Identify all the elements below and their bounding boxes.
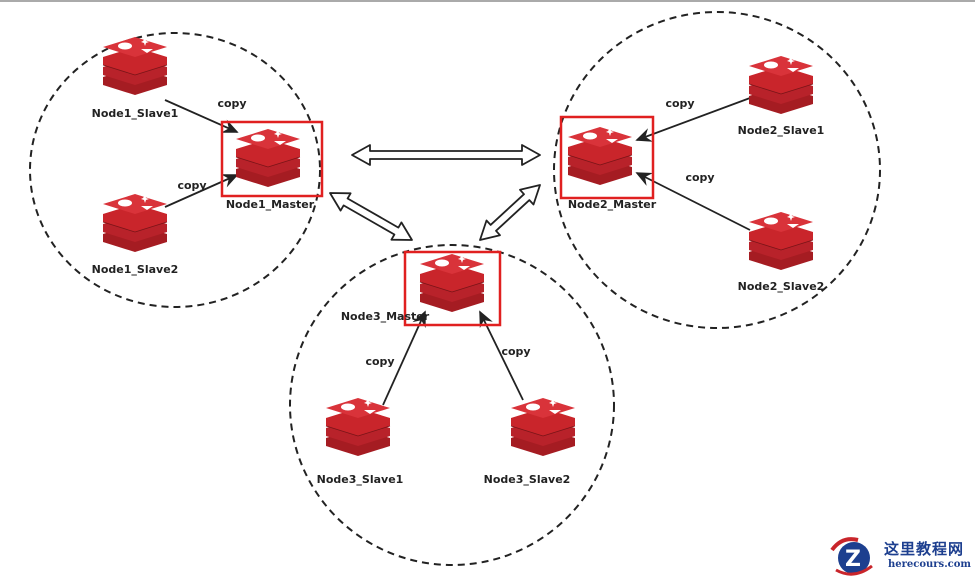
node-label: Node1_Slave2 bbox=[92, 263, 179, 276]
copy-label: copy bbox=[665, 97, 694, 110]
replication-arrow bbox=[382, 310, 426, 406]
redis-logo-icon bbox=[102, 37, 168, 95]
node-label: Node3_Master bbox=[341, 310, 430, 323]
node-label: Node1_Master bbox=[226, 198, 315, 211]
watermark-cn: 这里教程网 bbox=[884, 540, 965, 558]
redis-logo-icon bbox=[102, 194, 168, 252]
redis-logo-icon bbox=[748, 56, 814, 114]
svg-text:Z: Z bbox=[845, 547, 861, 572]
cluster-3-boundary bbox=[289, 244, 615, 566]
replication-arrow bbox=[635, 97, 751, 142]
master-link-n1m-n2m bbox=[351, 144, 541, 166]
node-label: Node3_Slave1 bbox=[317, 473, 404, 486]
copy-label: copy bbox=[501, 345, 530, 358]
node-n2s1: Node2_Slave1 bbox=[738, 56, 825, 137]
node-label: Node2_Slave2 bbox=[738, 280, 825, 293]
copy-label: copy bbox=[217, 97, 246, 110]
master-link-n1m-n3m bbox=[329, 192, 413, 241]
node-n1m: Node1_Master bbox=[220, 120, 324, 211]
copy-label: copy bbox=[177, 179, 206, 192]
node-n2m: Node2_Master bbox=[559, 115, 657, 211]
node-n3m: Node3_Master bbox=[341, 250, 502, 327]
replication-arrow bbox=[164, 99, 239, 133]
z-logo-icon: Z bbox=[830, 537, 873, 576]
node-n1s2: Node1_Slave2 bbox=[92, 194, 179, 276]
master-highlight-box bbox=[559, 115, 655, 200]
redis-logo-icon bbox=[748, 212, 814, 270]
redis-logo-icon bbox=[510, 398, 576, 456]
watermark-en: herecours.com bbox=[888, 559, 972, 570]
copy-label: copy bbox=[685, 171, 714, 184]
master-highlight-box bbox=[220, 120, 324, 198]
node-label: Node3_Slave2 bbox=[484, 473, 571, 486]
redis-logo-icon bbox=[235, 129, 301, 187]
cluster-1-boundary bbox=[29, 32, 321, 308]
node-n3s1: Node3_Slave1 bbox=[317, 398, 404, 486]
redis-logo-icon bbox=[567, 127, 633, 185]
redis-logo-icon bbox=[419, 254, 485, 312]
redis-logo-icon bbox=[325, 398, 391, 456]
replication-arrow bbox=[164, 174, 239, 208]
node-label: Node2_Slave1 bbox=[738, 124, 825, 137]
master-highlight-box bbox=[403, 250, 502, 327]
replication-arrow bbox=[635, 172, 751, 231]
node-n2s2: Node2_Slave2 bbox=[738, 212, 825, 293]
node-label: Node1_Slave1 bbox=[92, 107, 179, 120]
watermark-logo: Z 这里教程网 herecours.com bbox=[828, 536, 973, 576]
node-label: Node2_Master bbox=[568, 198, 657, 211]
replication-arrow bbox=[479, 310, 524, 401]
node-n1s1: Node1_Slave1 bbox=[92, 37, 179, 120]
copy-label: copy bbox=[365, 355, 394, 368]
master-link-n2m-n3m bbox=[479, 184, 541, 241]
cluster-2-boundary bbox=[553, 11, 881, 329]
node-n3s2: Node3_Slave2 bbox=[484, 398, 576, 486]
